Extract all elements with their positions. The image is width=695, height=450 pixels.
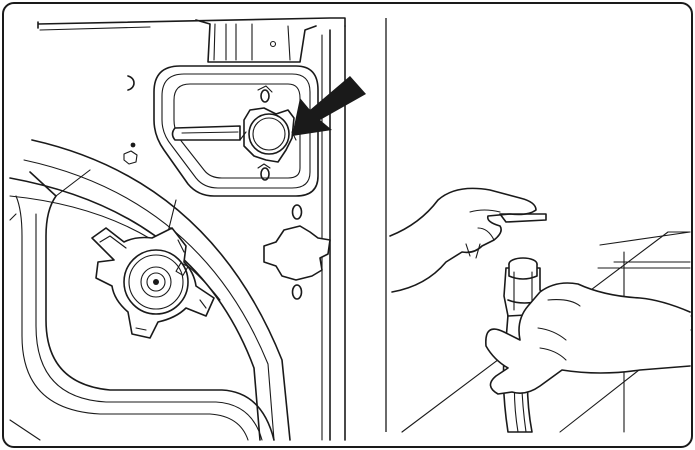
lower-hand [485,282,691,395]
left-panel [9,17,366,441]
arrow-icon [292,76,366,136]
filter-panel [153,65,319,197]
right-panel [389,187,691,433]
side-cap [263,225,331,281]
drain-cap [91,227,215,339]
upper-hand [389,187,547,293]
filter-knob [239,107,297,163]
